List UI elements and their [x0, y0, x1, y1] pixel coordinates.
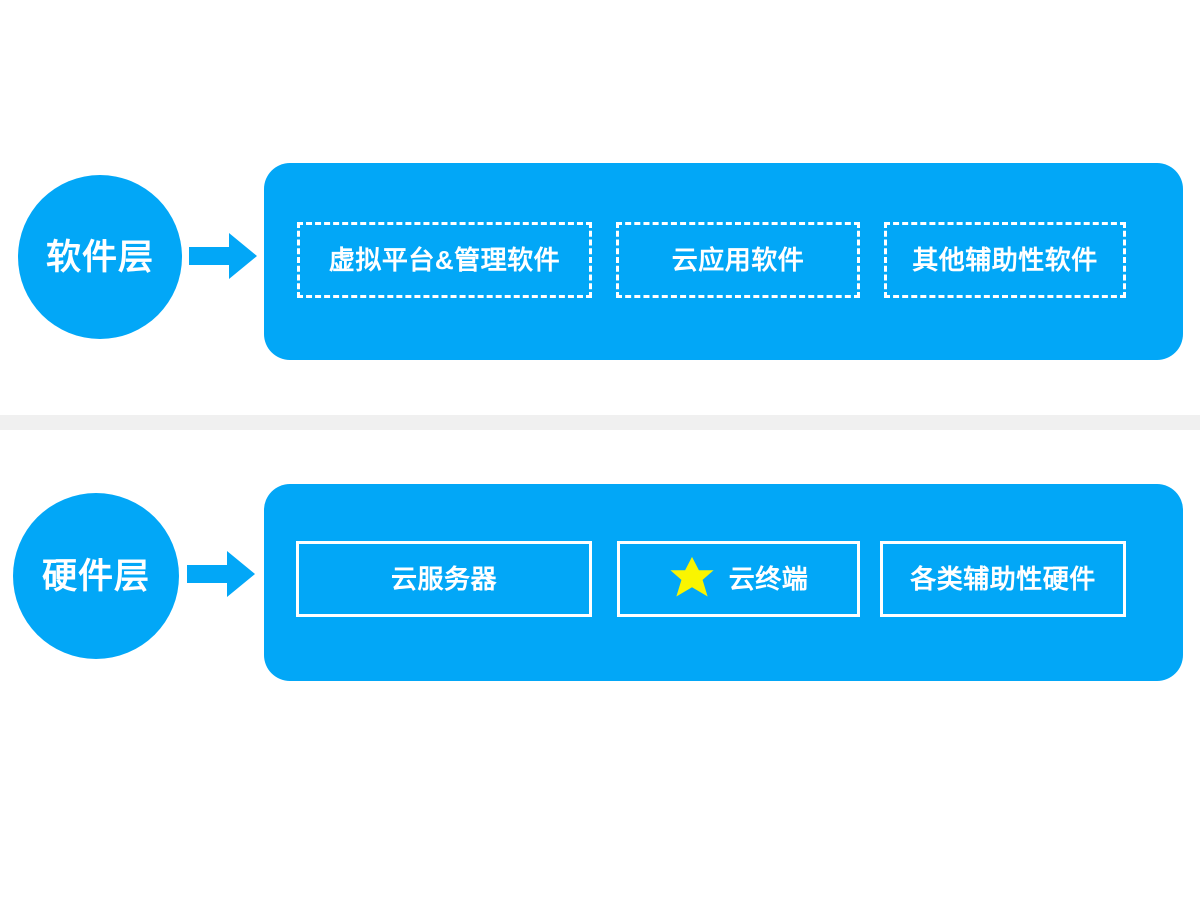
right-arrow-icon-hardware: [187, 551, 255, 597]
layer-panel-hardware: 云服务器 云终端 各类辅助性硬件: [264, 484, 1183, 681]
panel-item-label: 云应用软件: [671, 245, 805, 275]
layer-circle-label-hardware: 硬件层: [41, 556, 150, 596]
section-divider: [0, 415, 1200, 430]
panel-item-label: 其他辅助性软件: [912, 245, 1098, 275]
panel-item-other-auxiliary-software[interactable]: 其他辅助性软件: [884, 222, 1126, 298]
panel-item-cloud-application-software[interactable]: 云应用软件: [616, 222, 860, 298]
panel-item-cloud-server[interactable]: 云服务器: [296, 541, 592, 617]
panel-items-hardware: 云服务器 云终端 各类辅助性硬件: [264, 484, 1183, 681]
panel-item-label: 虚拟平台&管理软件: [328, 245, 561, 275]
panel-item-auxiliary-hardware[interactable]: 各类辅助性硬件: [880, 541, 1126, 617]
layer-group-software: 软件层 虚拟平台&管理软件 云应用软件 其他辅助性软件: [0, 160, 1200, 365]
right-arrow-icon-software: [189, 233, 257, 279]
panel-items-software: 虚拟平台&管理软件 云应用软件 其他辅助性软件: [264, 163, 1183, 360]
layer-circle-hardware[interactable]: 硬件层: [13, 493, 179, 659]
layer-circle-label-software: 软件层: [45, 237, 154, 277]
layer-group-hardware: 硬件层 云服务器 云终端: [0, 481, 1200, 686]
six-pointed-star-icon: [669, 556, 715, 602]
panel-item-label: 云服务器: [390, 564, 497, 594]
panel-item-label: 各类辅助性硬件: [910, 564, 1096, 594]
panel-item-label: 云终端: [728, 564, 809, 594]
panel-item-virtual-platform[interactable]: 虚拟平台&管理软件: [297, 222, 592, 298]
panel-item-cloud-terminal[interactable]: 云终端: [617, 541, 860, 617]
layer-circle-software[interactable]: 软件层: [18, 175, 182, 339]
layer-panel-software: 虚拟平台&管理软件 云应用软件 其他辅助性软件: [264, 163, 1183, 360]
